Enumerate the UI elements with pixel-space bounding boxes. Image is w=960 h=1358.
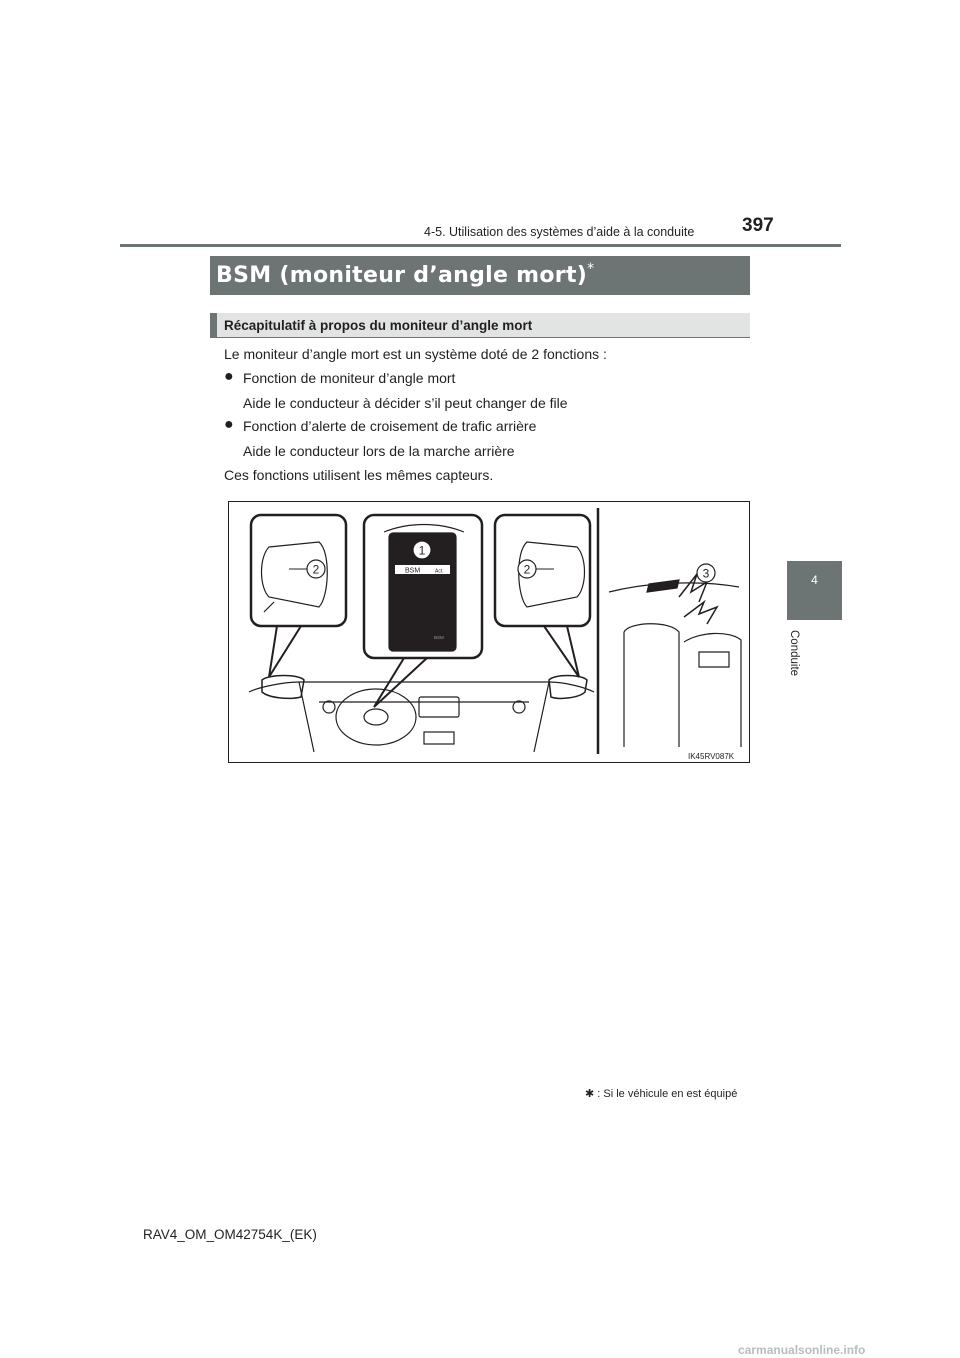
title-bar bbox=[210, 256, 750, 295]
callout-3: 3 bbox=[703, 567, 710, 581]
footnote-symbol: ✱ bbox=[585, 1088, 595, 1100]
page-number: 397 bbox=[742, 215, 774, 236]
title-asterisk: * bbox=[587, 261, 595, 277]
chapter-number: 4 bbox=[811, 573, 818, 587]
display-bsm-label: BSM bbox=[405, 568, 420, 575]
subheading: Récapitulatif à propos du moniteur d’ang… bbox=[224, 318, 533, 333]
callout-2-right: 2 bbox=[524, 563, 531, 577]
intro-text: Le moniteur d’angle mort est un système … bbox=[224, 346, 607, 362]
subheading-marker bbox=[210, 313, 217, 338]
closing-text: Ces fonctions utilisent les mêmes capteu… bbox=[224, 467, 494, 483]
footnote: ✱ : Si le véhicule en est équipé bbox=[585, 1087, 737, 1100]
document-code: RAV4_OM_OM42754K_(EK) bbox=[143, 1227, 317, 1242]
header-rule bbox=[120, 244, 841, 247]
chapter-label: Conduite bbox=[788, 630, 800, 677]
display-small-label: BSM bbox=[434, 635, 444, 640]
bullet-icon: ● bbox=[224, 416, 234, 433]
page-title-text: BSM (moniteur d’angle mort) bbox=[216, 263, 588, 288]
item-desc: Aide le conducteur lors de la marche arr… bbox=[243, 443, 515, 459]
bullet-icon: ● bbox=[224, 368, 234, 385]
page-title: BSM (moniteur d’angle mort)* bbox=[216, 261, 595, 288]
section-header: 4-5. Utilisation des systèmes d’aide à l… bbox=[424, 225, 695, 239]
item-title: Fonction d’alerte de croisement de trafi… bbox=[243, 418, 537, 434]
illustration: 1 2 2 3 BSM Act. BSM bbox=[228, 501, 750, 763]
watermark: carmanualsonline.info bbox=[738, 1343, 866, 1357]
footnote-text: : Si le véhicule en est équipé bbox=[597, 1088, 738, 1100]
callout-2-left: 2 bbox=[313, 563, 320, 577]
display-status: Act. bbox=[435, 569, 444, 575]
item-title: Fonction de moniteur d’angle mort bbox=[243, 370, 456, 386]
chapter-tab bbox=[787, 561, 842, 620]
subheading-bar bbox=[210, 313, 750, 338]
item-desc: Aide le conducteur à décider s’il peut c… bbox=[243, 395, 568, 411]
illustration-drawing: 1 2 2 3 BSM Act. BSM bbox=[248, 508, 742, 754]
callout-1: 1 bbox=[419, 544, 426, 558]
figure-code: IK45RV087K bbox=[688, 752, 735, 761]
chapter-label-wrap: Conduite bbox=[786, 626, 846, 686]
